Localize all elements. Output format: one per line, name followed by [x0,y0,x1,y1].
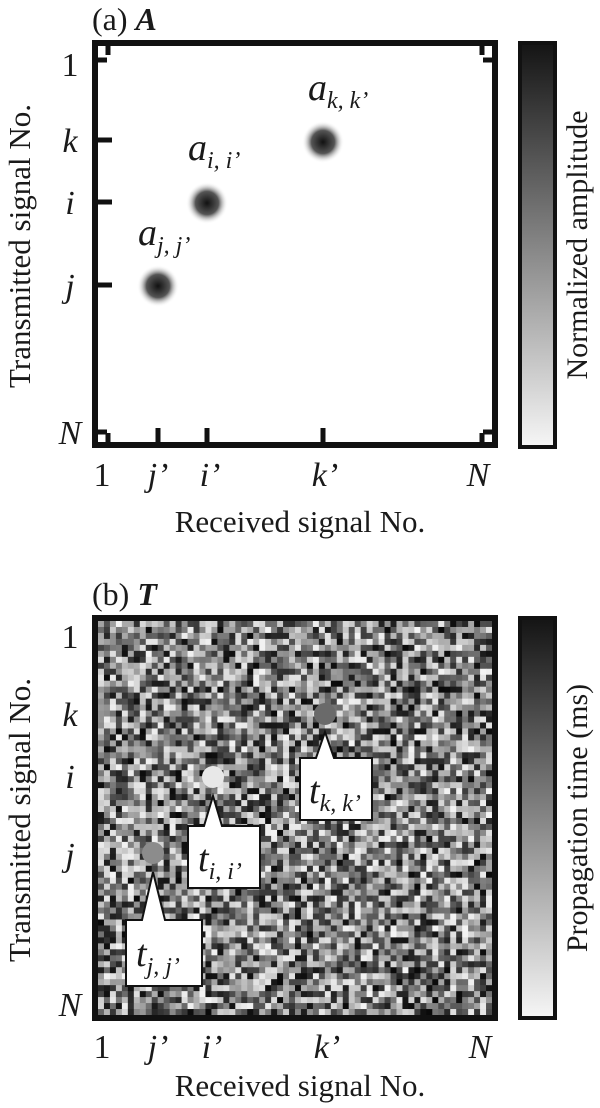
panel-a-ytick-1: 1 [62,47,79,84]
callout-k-box [299,728,373,821]
panel-a-xtick-i: i’ [200,457,221,494]
panel-a-colorbar [518,41,557,449]
panel-a-xtick-marks [155,428,326,445]
panel-a-ytick-k: k [62,123,78,160]
panel-b: (b) T Transmitted signal No. tk, k’ ti, … [2,576,594,1103]
panel-b-ylabel: Transmitted signal No. [2,678,37,962]
panel-a-ytick-j: j [61,268,74,305]
callout-i-label: ti, i’ [198,838,242,885]
panel-b-ytick-i: i [65,759,74,796]
panel-b-xtick-n: N [468,1029,494,1066]
panel-b-xtick-k: k’ [314,1029,340,1066]
peak-label-k: ak, k’ [308,67,368,114]
panel-a-ytick-i: i [65,185,74,222]
panel-a-colorbar-label: Normalized amplitude [561,110,594,379]
panel-a-xtick-1: 1 [94,457,111,494]
element-i [202,766,224,788]
panel-a-xlabel: Received signal No. [175,504,426,539]
panel-b-xlabel: Received signal No. [175,1068,426,1103]
panel-a-xtick-k: k’ [312,457,338,494]
peak-k [302,121,344,163]
peak-j [137,265,179,307]
panel-b-xtick-1: 1 [94,1029,111,1066]
panel-b-xtick-i: i’ [202,1029,223,1066]
peak-i [186,182,228,224]
panel-a-label: (a) A [92,1,157,37]
panel-a-xtick-j: j’ [144,457,169,494]
callout-j-label: tj, j’ [136,933,180,980]
panel-a-plot-frame [92,40,498,448]
panel-b-xtick-j: j’ [144,1029,169,1066]
panel-a-corner-ticks [95,43,495,445]
panel-a-xtick-n: N [466,457,492,494]
panel-b-noise-field [98,621,493,1016]
panel-b-ytick-n: N [58,987,84,1024]
panel-b-plot-frame [92,615,498,1021]
panel-b-ytick-j: j [61,837,74,874]
panel-a-ytick-marks [95,137,112,288]
peak-label-i: ai, i’ [188,127,240,174]
panel-a-ylabel: Transmitted signal No. [2,104,37,388]
callout-j-box [125,871,203,987]
panel-b-label: (b) T [92,576,158,612]
peak-label-j: aj, j’ [138,212,190,259]
element-j [142,842,164,864]
callout-i-box [187,792,261,889]
panel-b-ytick-1: 1 [62,619,79,656]
panel-a-ytick-n: N [58,415,84,452]
element-k [314,703,336,725]
panel-b-colorbar-label: Propagation time (ms) [561,684,594,952]
panel-b-colorbar [518,616,557,1020]
panel-b-ytick-k: k [62,697,78,734]
callout-k-label: tk, k’ [309,770,361,817]
panel-a: (a) A Transmitted signal No. ak, k’ ai, … [2,1,594,539]
